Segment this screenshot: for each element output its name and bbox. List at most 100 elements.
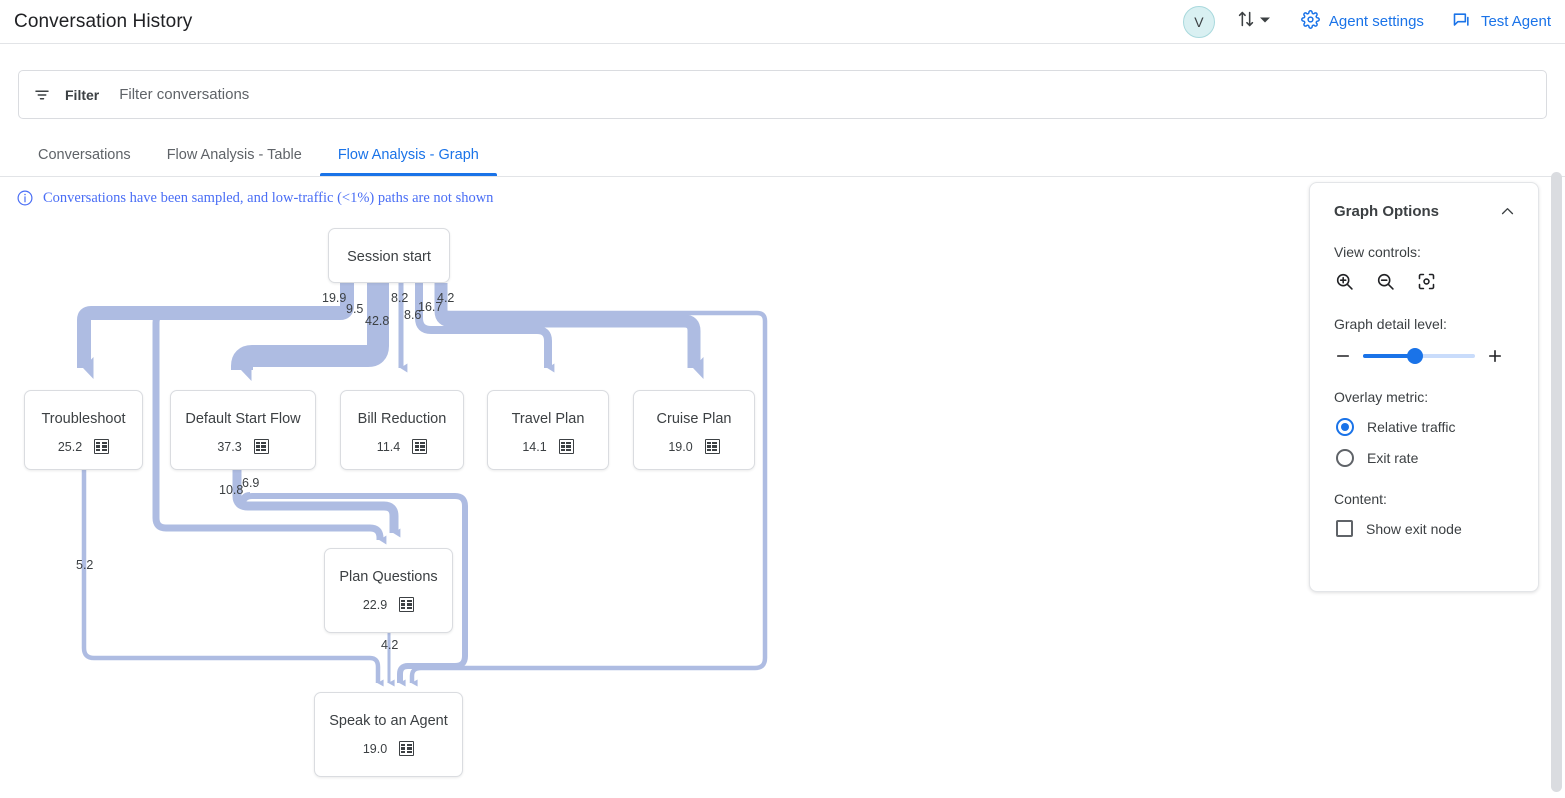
slider-thumb[interactable] bbox=[1407, 348, 1423, 364]
graph-node-travel-plan[interactable]: Travel Plan 14.1 bbox=[487, 390, 609, 470]
checkbox-show-exit-node[interactable] bbox=[1336, 520, 1353, 537]
radio-relative-traffic[interactable] bbox=[1336, 418, 1354, 436]
edge-right-loop-to-speak-to-an-agent bbox=[239, 492, 468, 687]
overlay-option-relative-traffic[interactable]: Relative traffic bbox=[1334, 418, 1516, 436]
edge-label-4-2-top: 4.2 bbox=[437, 291, 455, 305]
table-icon[interactable] bbox=[399, 741, 415, 756]
edge-label-19-9: 19.9 bbox=[322, 291, 347, 305]
node-metric: 14.1 bbox=[522, 439, 574, 454]
tab-flow-analysis-graph[interactable]: Flow Analysis - Graph bbox=[319, 133, 497, 176]
chevron-up-icon[interactable] bbox=[1499, 203, 1516, 220]
edge-default-start-flow-to-plan-questions bbox=[232, 468, 401, 538]
node-metric: 22.9 bbox=[363, 597, 415, 612]
edge-troubleshoot-to-speak-to-an-agent bbox=[81, 448, 384, 687]
flow-graph-canvas[interactable]: Session start Troubleshoot 25.2 Default … bbox=[0, 178, 1545, 798]
graph-detail-slider-row bbox=[1334, 347, 1516, 365]
overlay-option-label: Relative traffic bbox=[1367, 419, 1456, 435]
edge-label-5-2: 5.2 bbox=[76, 558, 94, 572]
graph-node-speak-to-an-agent[interactable]: Speak to an Agent 19.0 bbox=[314, 692, 463, 777]
edge-left-loop-to-plan-questions bbox=[152, 309, 387, 545]
graph-node-bill-reduction[interactable]: Bill Reduction 11.4 bbox=[340, 390, 464, 470]
table-icon[interactable] bbox=[94, 439, 110, 454]
edge-session-start-to-troubleshoot bbox=[77, 283, 354, 379]
zoom-out-icon[interactable] bbox=[1375, 271, 1396, 292]
graph-node-session-start[interactable]: Session start bbox=[328, 228, 450, 283]
node-metric: 37.3 bbox=[217, 439, 269, 454]
edge-session-start-to-default-start-flow bbox=[231, 283, 389, 381]
node-metric: 19.0 bbox=[362, 741, 415, 756]
node-label: Speak to an Agent bbox=[329, 713, 448, 729]
info-banner: Conversations have been sampled, and low… bbox=[16, 189, 493, 207]
zoom-in-icon[interactable] bbox=[1334, 271, 1355, 292]
node-label: Default Start Flow bbox=[185, 411, 301, 427]
content-label: Content: bbox=[1334, 491, 1387, 507]
flow-graph-edges bbox=[77, 283, 768, 687]
node-label: Travel Plan bbox=[511, 411, 585, 427]
edge-label-16-7: 16.7 bbox=[418, 300, 443, 314]
tab-flow-analysis-table[interactable]: Flow Analysis - Table bbox=[149, 133, 320, 176]
node-metric: 11.4 bbox=[376, 439, 428, 454]
node-label: Cruise Plan bbox=[656, 411, 732, 427]
content-option-label: Show exit node bbox=[1366, 520, 1462, 537]
edge-label-10-8: 10.8 bbox=[219, 483, 244, 497]
filter-input[interactable] bbox=[117, 85, 918, 104]
table-icon[interactable] bbox=[704, 439, 720, 454]
edge-label-9-5: 9.5 bbox=[346, 302, 364, 316]
graph-node-troubleshoot[interactable]: Troubleshoot 25.2 bbox=[24, 390, 143, 470]
edge-session-start-to-travel-plan bbox=[415, 283, 555, 373]
avatar[interactable]: V bbox=[1182, 5, 1215, 38]
scrollbar-thumb[interactable] bbox=[1551, 172, 1562, 792]
table-icon[interactable] bbox=[253, 439, 269, 454]
tab-flow-analysis-graph-label: Flow Analysis - Graph bbox=[337, 146, 479, 163]
graph-detail-slider[interactable] bbox=[1363, 348, 1475, 364]
graph-options-header[interactable]: Graph Options bbox=[1334, 203, 1516, 220]
edge-session-start-to-cruise-plan bbox=[434, 283, 704, 379]
page-title: Conversation History bbox=[14, 10, 193, 32]
node-value: 19.0 bbox=[668, 439, 693, 454]
node-label: Plan Questions bbox=[339, 569, 438, 585]
header-actions: V Agent settings bbox=[1182, 5, 1565, 38]
overlay-option-label: Exit rate bbox=[1367, 450, 1419, 466]
plus-icon[interactable] bbox=[1486, 347, 1504, 365]
radio-exit-rate[interactable] bbox=[1336, 449, 1354, 467]
graph-options-title: Graph Options bbox=[1334, 203, 1439, 220]
graph-node-cruise-plan[interactable]: Cruise Plan 19.0 bbox=[633, 390, 755, 470]
filter-label: Filter bbox=[65, 86, 100, 103]
center-focus-icon[interactable] bbox=[1416, 271, 1437, 292]
agent-settings-label: Agent settings bbox=[1328, 13, 1424, 30]
chat-bubble-icon bbox=[1452, 10, 1472, 34]
content-option-show-exit-node[interactable]: Show exit node bbox=[1334, 520, 1516, 537]
sort-order-button[interactable] bbox=[1235, 8, 1271, 35]
edge-label-6-9: 6.9 bbox=[242, 476, 260, 490]
table-icon[interactable] bbox=[558, 439, 574, 454]
node-value: 14.1 bbox=[522, 439, 547, 454]
info-banner-text: Conversations have been sampled, and low… bbox=[43, 189, 494, 206]
tab-conversations-label: Conversations bbox=[38, 146, 131, 163]
graph-node-plan-questions[interactable]: Plan Questions 22.9 bbox=[324, 548, 453, 633]
test-agent-button[interactable]: Test Agent bbox=[1452, 10, 1551, 34]
node-metric: 25.2 bbox=[58, 439, 110, 454]
slider-fill bbox=[1363, 354, 1415, 358]
graph-detail-level-label: Graph detail level: bbox=[1334, 316, 1447, 332]
avatar-initial: V bbox=[1194, 13, 1204, 30]
info-circle-icon bbox=[16, 189, 34, 207]
tab-conversations[interactable]: Conversations bbox=[20, 133, 149, 176]
overlay-option-exit-rate[interactable]: Exit rate bbox=[1334, 449, 1516, 467]
node-value: 19.0 bbox=[362, 741, 388, 756]
edge-label-8-6: 8.6 bbox=[404, 308, 422, 322]
overlay-metric-label: Overlay metric: bbox=[1334, 389, 1429, 405]
minus-icon[interactable] bbox=[1334, 347, 1352, 365]
table-icon[interactable] bbox=[412, 439, 428, 454]
vertical-scrollbar[interactable] bbox=[1551, 172, 1562, 792]
filter-icon bbox=[33, 86, 51, 104]
table-icon[interactable] bbox=[399, 597, 415, 612]
graph-node-default-start-flow[interactable]: Default Start Flow 37.3 bbox=[170, 390, 316, 470]
tab-strip: Conversations Flow Analysis - Table Flow… bbox=[0, 133, 1565, 177]
filter-bar[interactable]: Filter bbox=[18, 70, 1547, 119]
agent-settings-button[interactable]: Agent settings bbox=[1300, 10, 1424, 33]
view-controls-label: View controls: bbox=[1334, 244, 1421, 260]
node-label: Troubleshoot bbox=[41, 411, 126, 427]
node-value: 11.4 bbox=[376, 439, 401, 454]
node-label: Session start bbox=[347, 249, 431, 265]
node-metric: 19.0 bbox=[668, 439, 720, 454]
